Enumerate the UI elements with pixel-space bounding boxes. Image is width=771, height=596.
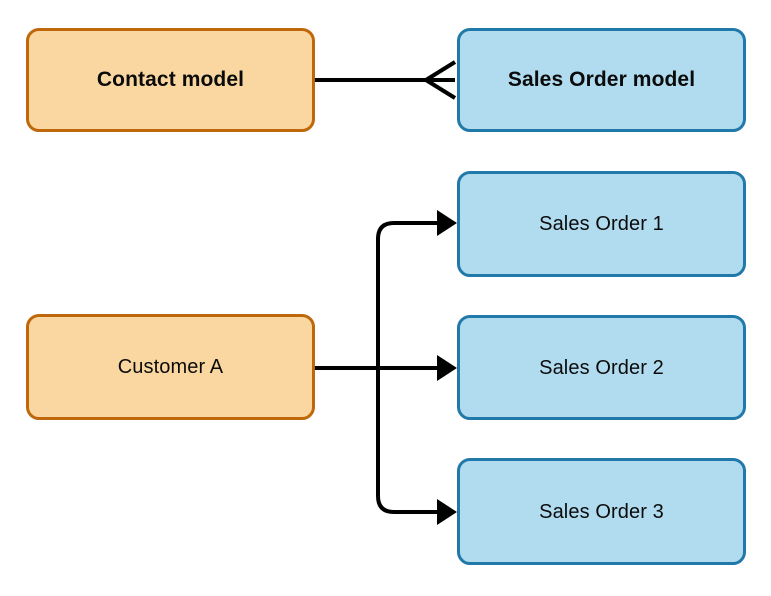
- edge-customer-a-to-sales-order-3: [376, 368, 457, 525]
- edge-contact-to-sales-order-model: [315, 60, 457, 100]
- node-label-customer-a: Customer A: [117, 356, 224, 378]
- node-sales-order-model[interactable]: Sales Order model: [457, 28, 746, 132]
- edge-customer-a-to-sales-order-1: [376, 210, 457, 368]
- node-sales-order-3[interactable]: Sales Order 3: [457, 458, 746, 565]
- node-label-sales-order-1: Sales Order 1: [539, 213, 664, 235]
- edge-customer-a-to-sales-order-2: [378, 355, 457, 381]
- node-sales-order-1[interactable]: Sales Order 1: [457, 171, 746, 277]
- node-label-contact-model: Contact model: [96, 68, 245, 92]
- node-label-sales-order-2: Sales Order 2: [539, 356, 664, 379]
- node-label-sales-order-3: Sales Order 3: [539, 500, 664, 523]
- node-contact-model[interactable]: Contact model: [26, 28, 315, 132]
- node-label-sales-order-model: Sales Order model: [507, 68, 696, 92]
- node-customer-a[interactable]: Customer A: [26, 314, 315, 420]
- node-sales-order-2[interactable]: Sales Order 2: [457, 315, 746, 420]
